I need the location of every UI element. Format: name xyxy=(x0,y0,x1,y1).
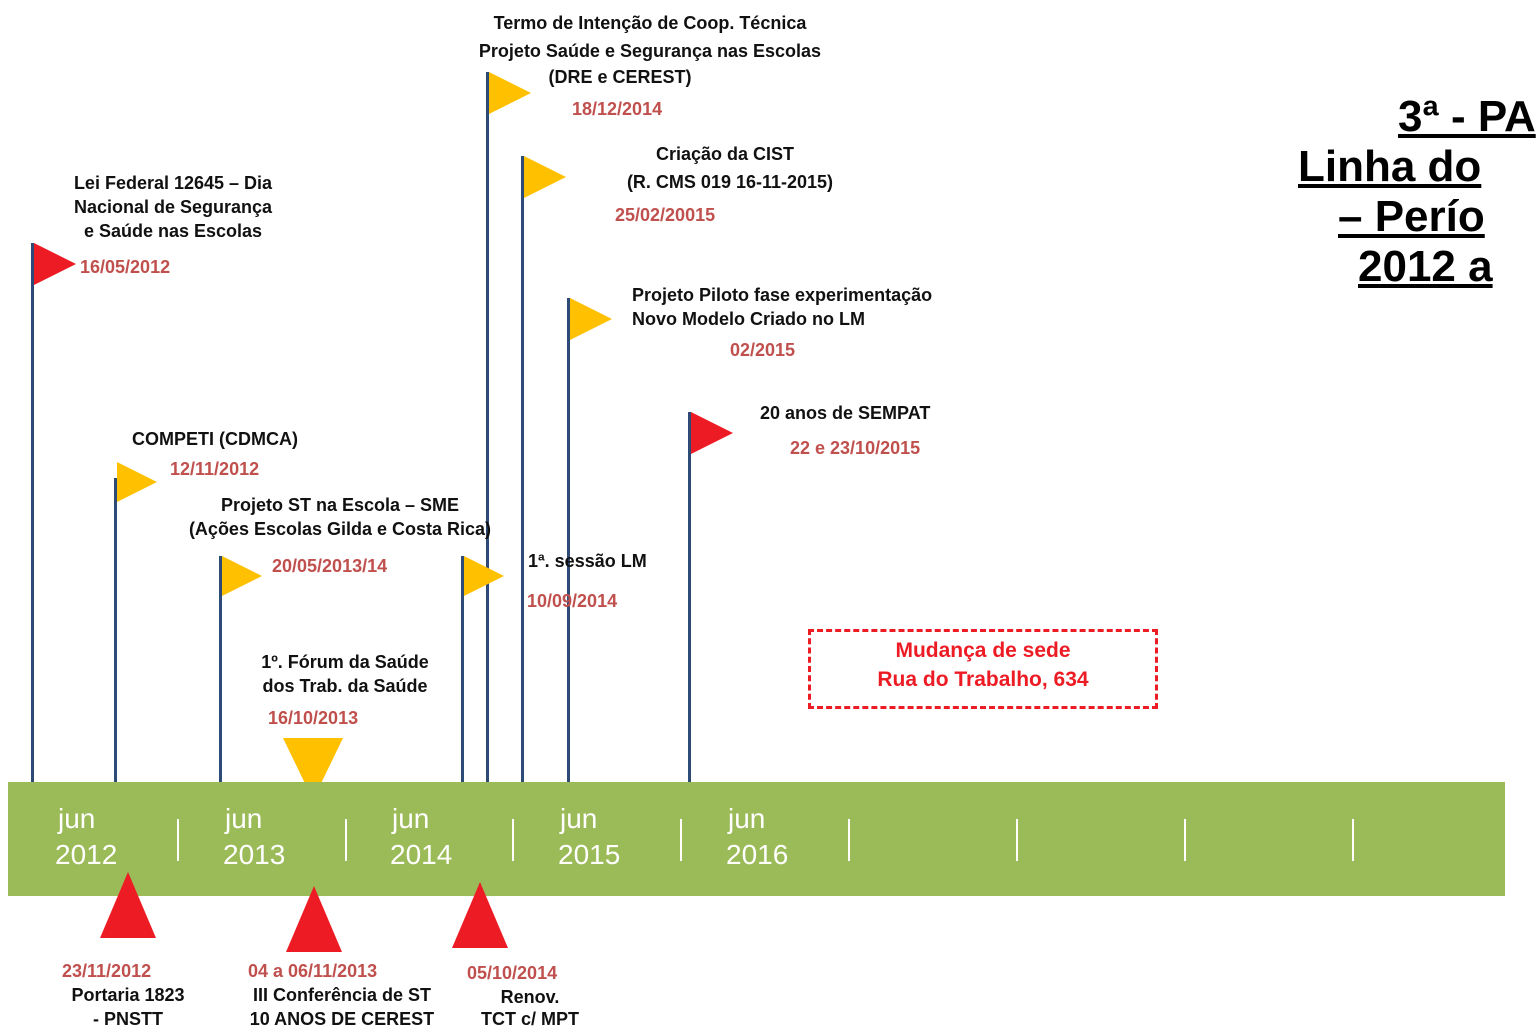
event-termo-date: 18/12/2014 xyxy=(572,99,663,119)
event-projeto-st-line2: (Ações Escolas Gilda e Costa Rica) xyxy=(188,519,492,539)
below-3-line1: Renov. xyxy=(500,987,560,1007)
event-cist-date: 25/02/20015 xyxy=(615,205,716,225)
below-1-date: 23/11/2012 xyxy=(62,961,152,981)
title-line-4: 2012 a xyxy=(1358,242,1493,291)
pole-termo xyxy=(486,72,489,782)
pole-sempat xyxy=(688,412,691,782)
flag-yellow-icon xyxy=(524,156,566,198)
below-1-line2: - PNSTT xyxy=(93,1009,163,1029)
band-separator xyxy=(1352,819,1354,861)
event-lei-federal-date: 16/05/2012 xyxy=(80,257,171,277)
below-2-line2: 10 ANOS DE CEREST xyxy=(249,1009,435,1029)
event-piloto-line2: Novo Modelo Criado no LM xyxy=(632,309,865,329)
flag-yellow-icon xyxy=(222,556,262,596)
flag-red-icon xyxy=(691,412,733,454)
below-1-line1: Portaria 1823 xyxy=(71,985,185,1005)
event-sempat-date: 22 e 23/10/2015 xyxy=(790,438,921,458)
event-piloto-date: 02/2015 xyxy=(730,340,796,360)
note-box: Mudança de sede Rua do Trabalho, 634 xyxy=(808,629,1158,709)
below-3-line2: TCT c/ MPT xyxy=(481,1009,579,1029)
band-separator xyxy=(177,819,179,861)
event-lei-federal-line3: e Saúde nas Escolas xyxy=(83,221,263,241)
year-5-year: 2016 xyxy=(726,839,789,870)
event-forum-line1: 1º. Fórum da Saúde xyxy=(261,652,429,672)
band-separator xyxy=(1016,819,1018,861)
below-2-date: 04 a 06/11/2013 xyxy=(248,961,378,981)
band-separator xyxy=(680,819,682,861)
event-sessao-lm-label: 1ª. sessão LM xyxy=(528,551,647,571)
pole-lei-federal xyxy=(31,243,34,782)
band-separator xyxy=(1184,819,1186,861)
year-1-month: jun xyxy=(58,803,96,834)
event-competi-date: 12/11/2012 xyxy=(170,459,260,479)
year-4-year: 2015 xyxy=(558,839,621,870)
year-3-month: jun xyxy=(392,803,430,834)
pole-projeto-st xyxy=(219,556,222,782)
year-4-month: jun xyxy=(560,803,598,834)
flag-yellow-icon xyxy=(570,298,612,340)
event-projeto-st-date: 20/05/2013/14 xyxy=(272,556,388,576)
note-line1: Mudança de sede xyxy=(895,639,1071,662)
below-2-line1: III Conferência de ST xyxy=(252,985,432,1005)
event-projeto-st-line1: Projeto ST na Escola – SME xyxy=(220,495,460,515)
event-lei-federal-line1: Lei Federal 12645 – Dia xyxy=(73,173,273,193)
flag-yellow-icon xyxy=(489,72,531,114)
event-competi-label: COMPETI (CDMCA) xyxy=(132,429,298,449)
note-line2: Rua do Trabalho, 634 xyxy=(877,668,1089,691)
marker-up-icon xyxy=(286,886,342,952)
timeline-band xyxy=(8,782,1505,896)
event-termo-line3: (DRE e CEREST) xyxy=(548,67,692,87)
year-2-month: jun xyxy=(225,803,263,834)
event-forum-date: 16/10/2013 xyxy=(268,708,359,728)
title-line-2: Linha do xyxy=(1298,142,1482,191)
pole-competi xyxy=(114,478,117,782)
pole-sessao-lm xyxy=(461,556,464,782)
event-sempat-label: 20 anos de SEMPAT xyxy=(760,403,931,423)
band-separator xyxy=(512,819,514,861)
event-cist-line2: (R. CMS 019 16-11-2015) xyxy=(626,172,834,192)
band-separator xyxy=(345,819,347,861)
flag-yellow-icon xyxy=(464,556,504,596)
event-termo-line1: Termo de Intenção de Coop. Técnica xyxy=(493,13,807,33)
event-sessao-lm-date: 10/09/2014 xyxy=(527,591,618,611)
title-line-1: 3ª - PA xyxy=(1398,92,1536,141)
pole-piloto xyxy=(567,298,570,782)
event-cist-line1: Criação da CIST xyxy=(655,144,795,164)
event-lei-federal-line2: Nacional de Segurança xyxy=(73,197,273,217)
pole-cist xyxy=(521,156,524,782)
event-termo-line2: Projeto Saúde e Segurança nas Escolas xyxy=(478,41,822,61)
below-3-date: 05/10/2014 xyxy=(467,963,558,983)
flag-yellow-icon xyxy=(117,462,157,502)
flag-red-icon xyxy=(34,243,76,285)
year-2-year: 2013 xyxy=(223,839,286,870)
marker-up-icon xyxy=(100,872,156,938)
year-5-month: jun xyxy=(728,803,766,834)
event-piloto-line1: Projeto Piloto fase experimentação xyxy=(632,285,933,305)
year-1-year: 2012 xyxy=(55,839,118,870)
marker-up-icon xyxy=(452,882,508,948)
title-line-3: – Perío xyxy=(1338,192,1485,241)
band-separator xyxy=(848,819,850,861)
event-forum-line2: dos Trab. da Saúde xyxy=(262,676,428,696)
year-3-year: 2014 xyxy=(390,839,453,870)
